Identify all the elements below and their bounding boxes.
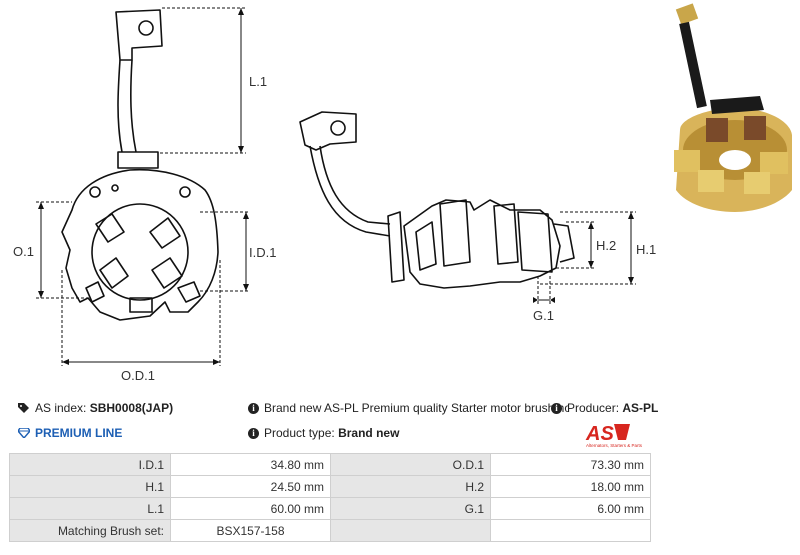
as-pl-logo: AS Alternators, Starters & Parts (585, 423, 643, 448)
spec-value (490, 519, 651, 542)
producer-line: i Producer: AS-PL (551, 401, 658, 415)
spec-key (330, 519, 491, 542)
front-plate (61, 168, 219, 321)
tag-icon (18, 402, 30, 416)
spec-table: I.D.1 34.80 mm O.D.1 73.30 mm H.1 24.50 … (9, 453, 651, 542)
info-icon: i (248, 403, 259, 415)
description-text: Brand new AS-PL Premium quality Starter … (264, 401, 568, 415)
dim-label-o1: O.1 (13, 244, 34, 259)
table-row: I.D.1 34.80 mm O.D.1 73.30 mm (9, 453, 651, 476)
spec-key: H.2 (330, 475, 491, 498)
spec-value: 6.00 mm (490, 497, 651, 520)
spec-key: Matching Brush set: (9, 519, 171, 542)
side-body (403, 199, 561, 289)
side-terminal (299, 111, 357, 151)
table-row: H.1 24.50 mm H.2 18.00 mm (9, 475, 651, 498)
as-index-line: AS index: SBH0008(JAP) (18, 401, 173, 416)
front-inner-circle (91, 203, 189, 301)
spec-key: I.D.1 (9, 453, 171, 476)
dim-label-id1: I.D.1 (249, 245, 276, 260)
table-row: Matching Brush set: BSX157-158 (9, 519, 651, 542)
spec-key: G.1 (330, 497, 491, 520)
dim-label-od1: O.D.1 (121, 368, 155, 383)
technical-drawing: L.1 O.1 I.D.1 O.D.1 H.1 H.2 G.1 (13, 7, 656, 383)
dim-label-g1: G.1 (533, 308, 554, 323)
premium-line: PREMIUM LINE (17, 426, 123, 441)
producer-value: AS-PL (622, 401, 659, 415)
dim-label-l1: L.1 (249, 74, 267, 89)
dimension-drawing-svg: L.1 O.1 I.D.1 O.D.1 H.1 H.2 G.1 (13, 7, 656, 383)
spec-value: 60.00 mm (170, 497, 331, 520)
spec-key: H.1 (9, 475, 171, 498)
dim-label-h2: H.2 (596, 238, 616, 253)
product-type-value: Brand new (338, 426, 400, 440)
front-terminal (115, 9, 163, 61)
product-type-label: Product type: (264, 426, 335, 440)
product-photo (674, 3, 792, 212)
logo-tagline: Alternators, Starters & Parts (586, 443, 643, 448)
info-icon: i (551, 403, 562, 415)
terminal-hole (138, 20, 154, 36)
product-type-line: i Product type: Brand new (248, 426, 399, 440)
spec-value: BSX157-158 (170, 519, 331, 542)
spec-key: L.1 (9, 497, 171, 520)
logo-text: AS (585, 423, 614, 445)
spec-value: 18.00 mm (490, 475, 651, 498)
spec-value: 24.50 mm (170, 475, 331, 498)
spec-value: 34.80 mm (170, 453, 331, 476)
diamond-icon (17, 427, 31, 441)
table-row: L.1 60.00 mm G.1 6.00 mm (9, 497, 651, 520)
spec-value: 73.30 mm (490, 453, 651, 476)
info-icon: i (248, 428, 259, 440)
premium-label: PREMIUM LINE (35, 426, 123, 440)
producer-label: Producer: (567, 401, 620, 415)
spec-key: O.D.1 (330, 453, 491, 476)
as-index-label: AS index: (35, 401, 87, 415)
as-index-value: SBH0008(JAP) (89, 401, 174, 415)
dim-label-h1: H.1 (636, 242, 656, 257)
